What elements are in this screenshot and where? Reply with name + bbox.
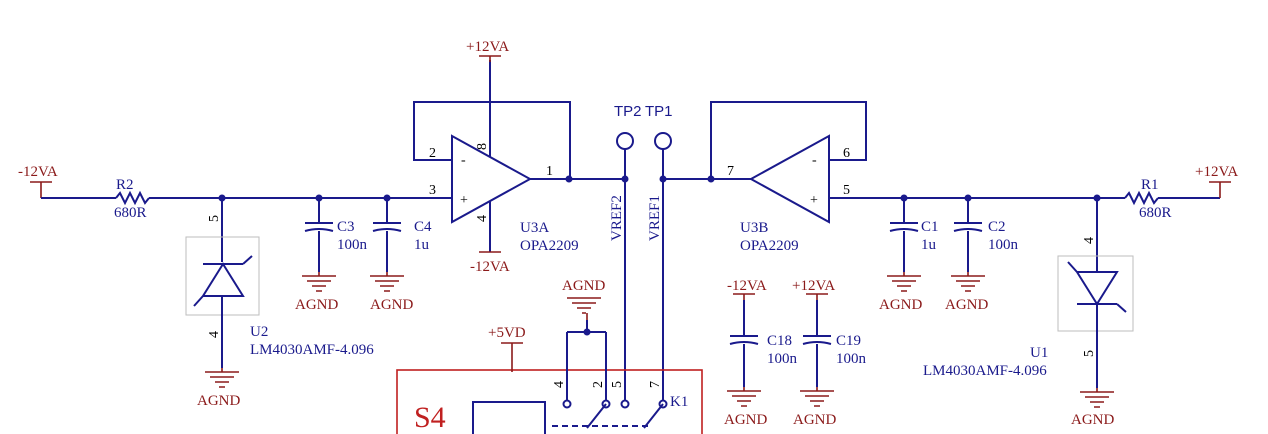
u3a-plus-sign: + <box>460 193 468 208</box>
u1-pin-5: 5 <box>1082 350 1097 357</box>
c3-ref: C3 <box>337 219 355 235</box>
c1-capacitor <box>887 198 921 292</box>
r1-ref: R1 <box>1141 177 1159 193</box>
c2-value: 100n <box>988 237 1019 253</box>
pwr-label-p12-right: +12VA <box>1195 164 1238 180</box>
u2-pin-4: 4 <box>207 331 222 338</box>
r2-ref: R2 <box>116 177 134 193</box>
c1-ref: C1 <box>921 219 939 235</box>
agnd-label-u2: AGND <box>197 393 240 409</box>
agnd-label-u1: AGND <box>1071 412 1114 428</box>
u3a-pin-8: 8 <box>475 143 490 150</box>
agnd-label-switch: AGND <box>562 278 605 294</box>
u3b-ref: U3B <box>740 220 768 236</box>
u3a-value: OPA2209 <box>520 238 579 254</box>
c2-ref: C2 <box>988 219 1006 235</box>
u3a-opamp <box>400 60 629 252</box>
r1-resistor-branch <box>1124 181 1231 206</box>
u1-value: LM4030AMF-4.096 <box>923 363 1047 379</box>
c1-value: 1u <box>921 237 937 253</box>
r1-value: 680R <box>1139 205 1172 221</box>
c3-value: 100n <box>337 237 368 253</box>
s4-ref: S4 <box>414 401 446 434</box>
u3a-pin-3: 3 <box>429 183 436 198</box>
tp2-testpoint <box>616 132 634 179</box>
c18-capacitor <box>727 293 761 407</box>
left-supply-wiring <box>30 181 400 206</box>
c3-capacitor <box>302 198 336 292</box>
u2-zener-reference <box>185 198 260 388</box>
agnd-label-c18: AGND <box>724 412 767 428</box>
c18-ref: C18 <box>767 333 792 349</box>
c19-capacitor <box>800 293 834 407</box>
c19-value: 100n <box>836 351 867 367</box>
u1-zener-reference <box>1057 198 1134 408</box>
u3b-pin-7: 7 <box>727 164 734 179</box>
s4-pin-5: 5 <box>610 381 625 388</box>
u3b-opamp <box>663 101 1125 224</box>
pwr-label-m12-u3a: -12VA <box>470 259 510 275</box>
s4-pin-7: 7 <box>648 381 663 388</box>
u3b-minus-sign: - <box>812 153 817 168</box>
s4-k1-label: K1 <box>670 394 688 410</box>
u3b-pin-6: 6 <box>843 146 850 161</box>
r2-value: 680R <box>114 205 147 221</box>
u3b-plus-sign: + <box>810 193 818 208</box>
c4-capacitor <box>370 198 404 292</box>
pwr-label-p12-c19: +12VA <box>792 278 835 294</box>
tp1-testpoint <box>654 132 672 179</box>
u1-ref: U1 <box>1030 345 1048 361</box>
u2-ref: U2 <box>250 324 268 340</box>
u3b-value: OPA2209 <box>740 238 799 254</box>
pwr-label-m12-left: -12VA <box>18 164 58 180</box>
s4-pin-2: 2 <box>591 381 606 388</box>
agnd-label-c4: AGND <box>370 297 413 313</box>
c4-value: 1u <box>414 237 430 253</box>
u3b-pin-5: 5 <box>843 183 850 198</box>
agnd-label-c1: AGND <box>879 297 922 313</box>
r2-resistor <box>115 190 150 206</box>
u3a-ref: U3A <box>520 220 549 236</box>
u2-pin-5: 5 <box>207 215 222 222</box>
s4-pin-4: 4 <box>552 381 567 388</box>
agnd-label-c19: AGND <box>793 412 836 428</box>
u3a-pin-2: 2 <box>429 146 436 161</box>
tp2-label: TP2 <box>614 103 642 120</box>
pwr-label-p12-top: +12VA <box>466 39 509 55</box>
pwr-label-m12-c18: -12VA <box>727 278 767 294</box>
pwr-label-p5vd: +5VD <box>488 325 526 341</box>
c2-capacitor <box>951 198 985 292</box>
vref2-label: VREF2 <box>609 195 625 241</box>
u1-pin-4: 4 <box>1082 237 1097 244</box>
pwr-flag-p12-top <box>479 55 501 62</box>
c19-ref: C19 <box>836 333 861 349</box>
s4-switch <box>396 297 703 434</box>
u3a-pin-1: 1 <box>546 164 553 179</box>
agnd-label-c2: AGND <box>945 297 988 313</box>
tp1-label: TP1 <box>645 103 673 120</box>
u2-value: LM4030AMF-4.096 <box>250 342 374 358</box>
u3a-minus-sign: - <box>461 153 466 168</box>
c18-value: 100n <box>767 351 798 367</box>
u3a-pin-4: 4 <box>475 215 490 222</box>
agnd-label-c3: AGND <box>295 297 338 313</box>
c4-ref: C4 <box>414 219 432 235</box>
vref1-label: VREF1 <box>647 195 663 241</box>
